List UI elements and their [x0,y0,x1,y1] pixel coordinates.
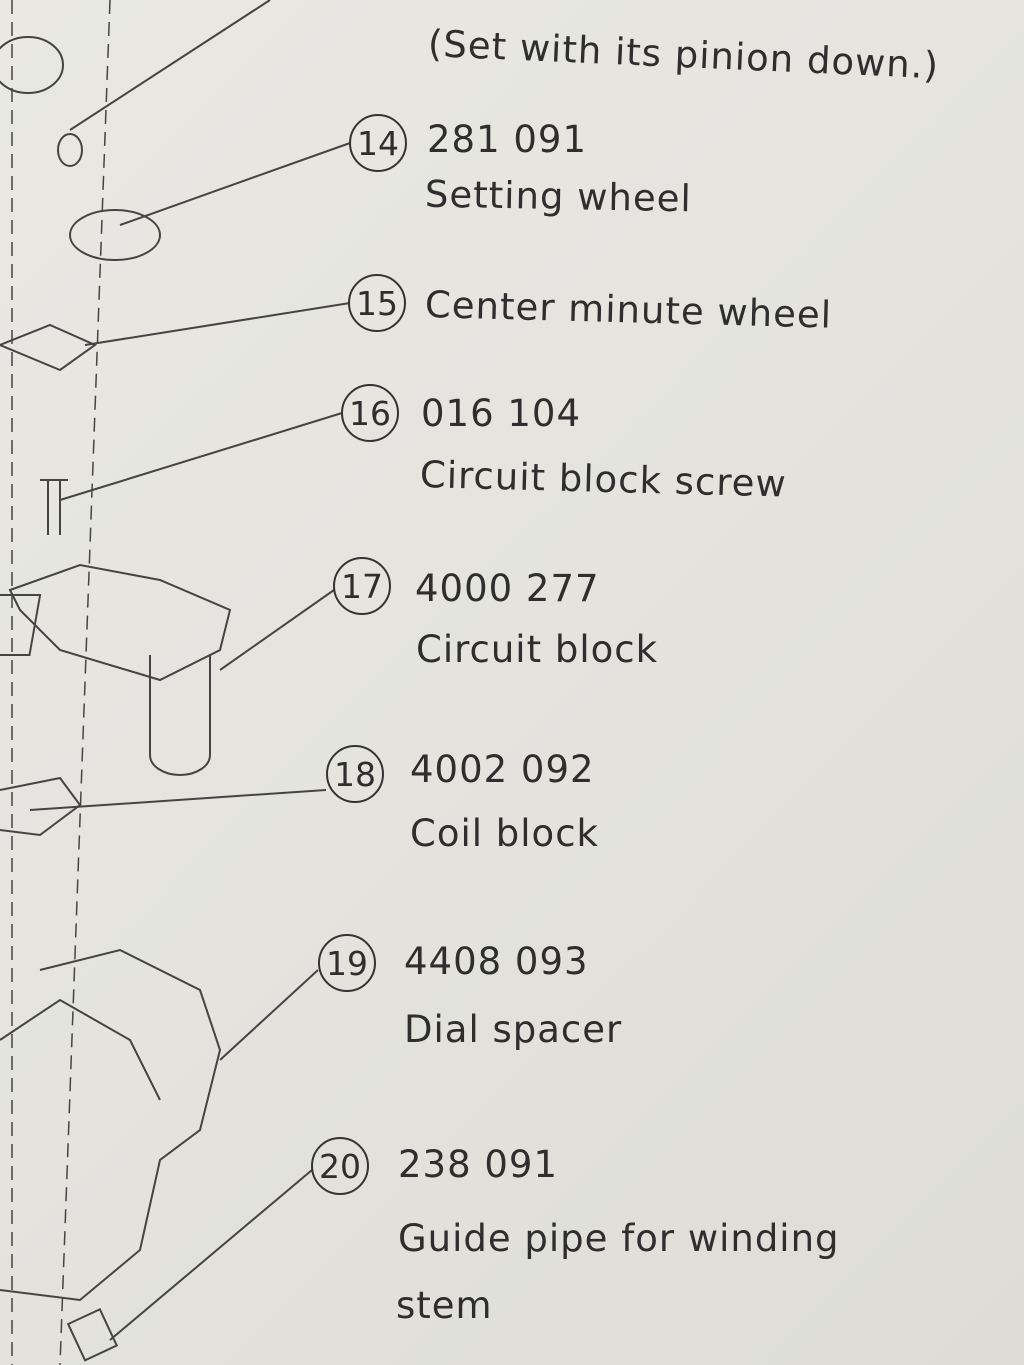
part-index-19: 19 [318,934,376,992]
part-name: Coil block [410,812,599,855]
part-code: 016 104 [421,392,582,435]
part-name: Setting wheel [424,172,693,221]
part-code: 281 091 [427,118,588,161]
part-code: 4408 093 [404,940,589,983]
part-name: Circuit block [416,628,659,671]
part-index-18: 18 [326,745,384,803]
part-name: Guide pipe for winding [398,1217,840,1260]
part-code: 4000 277 [415,567,600,610]
part-code: 238 091 [398,1143,559,1186]
part-index-17: 17 [333,557,391,615]
part-name-continued: stem [396,1284,493,1327]
part-name: Dial spacer [404,1008,623,1051]
part-code: 4002 092 [410,748,595,791]
part-index-20: 20 [311,1137,369,1195]
part-index-14: 14 [349,114,407,172]
part-index-16: 16 [341,384,399,442]
part-index-15: 15 [348,274,406,332]
